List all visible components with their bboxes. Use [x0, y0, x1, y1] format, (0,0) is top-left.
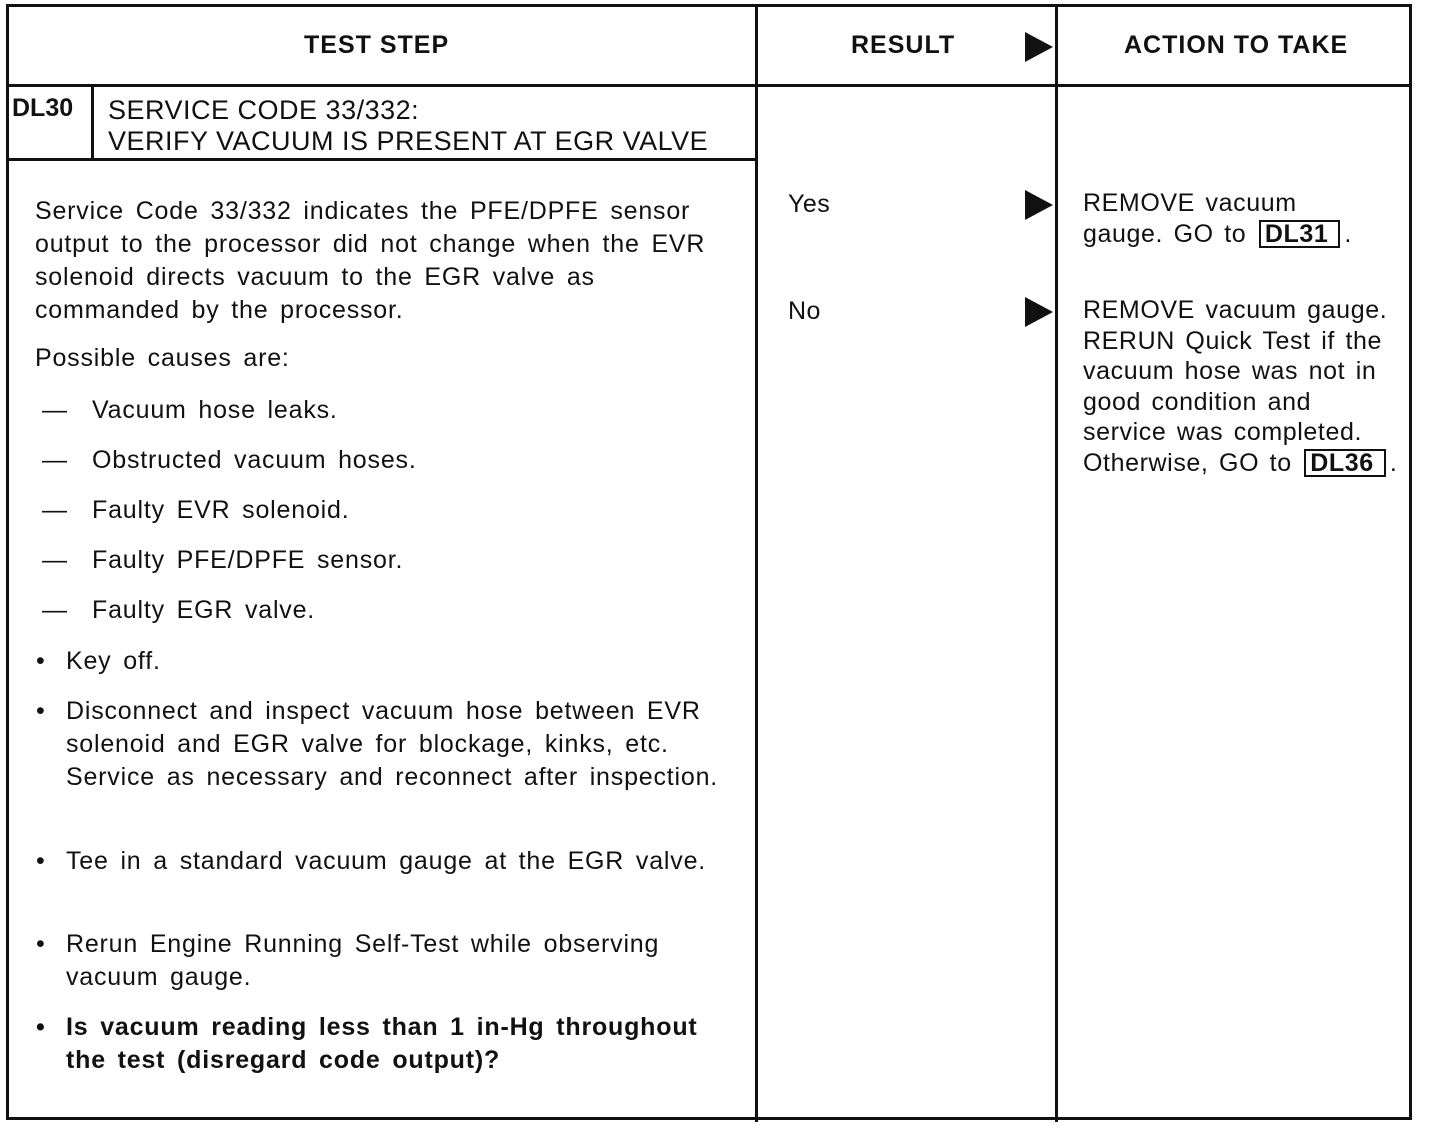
header-result: RESULT: [851, 30, 956, 59]
reference-dl36[interactable]: DL36: [1304, 448, 1386, 477]
action-no: REMOVE vacuum gauge. RERUN Quick Test if…: [1083, 295, 1403, 478]
table-frame: [6, 4, 1412, 1120]
arrow-right-icon: [1025, 297, 1053, 327]
cause-text: Faulty EVR solenoid.: [92, 496, 350, 524]
causes-label: Possible causes are:: [35, 344, 290, 372]
column-divider-1: [755, 4, 758, 1122]
cause-item: — Vacuum hose leaks.: [42, 396, 338, 425]
procedure-step: Tee in a standard vacuum gauge at the EG…: [36, 845, 726, 878]
action-yes-line-1: REMOVE vacuum: [1083, 189, 1297, 217]
action-yes-end: .: [1344, 219, 1352, 248]
cause-item: — Faulty PFE/DPFE sensor.: [42, 546, 403, 575]
header-test-step: TEST STEP: [304, 30, 450, 59]
procedure-question: Is vacuum reading less than 1 in-Hg thro…: [36, 1011, 726, 1077]
dash-icon: —: [42, 596, 68, 624]
action-yes: REMOVE vacuum gauge. GO to DL31.: [1083, 188, 1403, 249]
column-divider-2: [1055, 4, 1058, 1122]
procedure-step: Disconnect and inspect vacuum hose betwe…: [36, 695, 726, 794]
step-title-line-1: SERVICE CODE 33/332:: [108, 95, 420, 125]
action-no-end: .: [1389, 448, 1398, 477]
dash-icon: —: [42, 496, 68, 524]
step-title-divider: [6, 158, 758, 161]
step-id: DL30: [12, 94, 74, 122]
action-yes-text: gauge. GO to: [1083, 219, 1247, 248]
dash-icon: —: [42, 446, 68, 474]
dash-icon: —: [42, 396, 68, 424]
arrow-right-icon: [1025, 190, 1053, 220]
procedure-step: Rerun Engine Running Self-Test while obs…: [36, 928, 726, 994]
step-title-line-2: VERIFY VACUUM IS PRESENT AT EGR VALVE: [108, 126, 709, 156]
arrow-right-icon: [1025, 32, 1053, 62]
cause-text: Faulty PFE/DPFE sensor.: [92, 546, 404, 574]
cause-text: Vacuum hose leaks.: [92, 396, 338, 424]
action-no-text: REMOVE vacuum gauge. RERUN Quick Test if…: [1083, 296, 1388, 477]
step-description: Service Code 33/332 indicates the PFE/DP…: [35, 197, 706, 324]
dash-icon: —: [42, 546, 68, 574]
header-action: ACTION TO TAKE: [1124, 30, 1349, 59]
cause-text: Faulty EGR valve.: [92, 596, 316, 624]
reference-dl31[interactable]: DL31: [1258, 219, 1341, 248]
step-title: SERVICE CODE 33/332: VERIFY VACUUM IS PR…: [108, 95, 708, 157]
action-yes-line-2: gauge. GO to DL31.: [1083, 219, 1403, 250]
cause-item: — Faulty EVR solenoid.: [42, 496, 349, 525]
cause-item: — Obstructed vacuum hoses.: [42, 446, 417, 475]
result-yes: Yes: [788, 190, 831, 218]
cause-item: — Faulty EGR valve.: [42, 596, 315, 625]
procedure-step: Key off.: [36, 645, 726, 678]
header-divider: [6, 84, 1412, 87]
result-no: No: [788, 297, 821, 325]
cause-text: Obstructed vacuum hoses.: [92, 446, 417, 474]
step-id-divider: [91, 86, 94, 160]
